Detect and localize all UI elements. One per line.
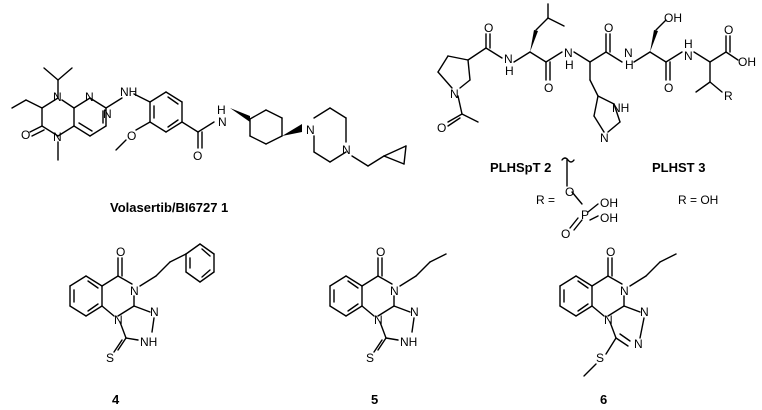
compound-label-5: 5 (371, 392, 378, 407)
compound-label-volasertib: Volasertib/BI6727 1 (110, 200, 228, 215)
atom-n: N (390, 284, 399, 298)
atom-oh: OH (664, 11, 682, 25)
compound-5-atom-labels: O N N N NH S (366, 245, 419, 365)
atom-n: N (342, 143, 351, 157)
peptide-atom-labels: N O O N H O N H O NH N N H OH O H N O OH… (437, 11, 756, 145)
compound-4-structure (69, 243, 215, 353)
compound-label-4: 4 (112, 392, 120, 407)
atom-nh: NH (400, 335, 417, 349)
peptide-structure (437, 3, 739, 133)
atom-o: O (437, 121, 446, 135)
atom-nh: NH (120, 85, 137, 99)
atom-n: N (53, 130, 62, 144)
compound-6-structure (559, 253, 677, 377)
atom-p: P (581, 208, 589, 222)
atom-o: O (561, 227, 570, 241)
atom-n: N (600, 131, 609, 145)
atom-nh: NH (140, 335, 157, 349)
atom-r: R (724, 89, 733, 103)
atom-n: N (640, 305, 649, 319)
atom-o: O (664, 81, 673, 95)
volasertib-atom-labels: N N O N N NH O O H N N N (21, 85, 351, 163)
atom-h: H (505, 64, 514, 78)
compound-4-atom-labels: O N N N NH S (106, 245, 159, 365)
atom-o: O (193, 149, 202, 163)
volasertib-structure (11, 67, 407, 167)
atom-h: H (625, 58, 634, 72)
atom-oh: OH (600, 211, 618, 225)
atom-n: N (684, 49, 693, 63)
atom-o: O (484, 21, 493, 35)
atom-h: H (684, 37, 693, 51)
r-group-phospho: R = O P OH OH O (536, 157, 618, 241)
atom-n: N (114, 313, 123, 327)
atom-o: O (116, 245, 125, 259)
atom-n: N (374, 313, 383, 327)
compound-6-atom-labels: O N N N N S (596, 245, 649, 365)
atom-n: N (604, 313, 613, 327)
atom-n: N (53, 90, 62, 104)
atom-o: O (604, 21, 613, 35)
atom-n: N (85, 90, 94, 104)
atom-n: N (450, 87, 459, 101)
r-label: R = (536, 193, 555, 207)
atom-o: O (565, 185, 574, 199)
atom-n: N (620, 284, 629, 298)
atom-h: H (217, 103, 226, 117)
atom-nh: NH (612, 101, 629, 115)
atom-o: O (21, 128, 30, 142)
atom-o: O (606, 245, 615, 259)
atom-n: N (564, 46, 573, 60)
atom-n: N (634, 337, 643, 351)
atom-s: S (106, 351, 114, 365)
atom-o: O (724, 23, 733, 37)
atom-n: N (624, 46, 633, 60)
atom-o: O (127, 129, 136, 143)
r-group-hydroxy: R = OH (678, 193, 718, 207)
atom-o: O (376, 245, 385, 259)
atom-n: N (218, 115, 227, 129)
atom-n: N (103, 107, 112, 121)
compound-label-plhst: PLHST 3 (652, 160, 705, 175)
atom-oh: OH (600, 196, 618, 210)
atom-oh: OH (738, 55, 756, 69)
atom-n: N (306, 123, 315, 137)
atom-n: N (410, 305, 419, 319)
atom-n: N (150, 305, 159, 319)
atom-n: N (504, 52, 513, 66)
atom-o: O (544, 81, 553, 95)
compound-label-plhspt: PLHSpT 2 (490, 160, 551, 175)
compound-label-6: 6 (600, 392, 607, 407)
atom-s: S (596, 351, 604, 365)
atom-n: N (130, 284, 139, 298)
atom-s: S (366, 351, 374, 365)
atom-h: H (565, 58, 574, 72)
compound-5-structure (329, 253, 447, 353)
